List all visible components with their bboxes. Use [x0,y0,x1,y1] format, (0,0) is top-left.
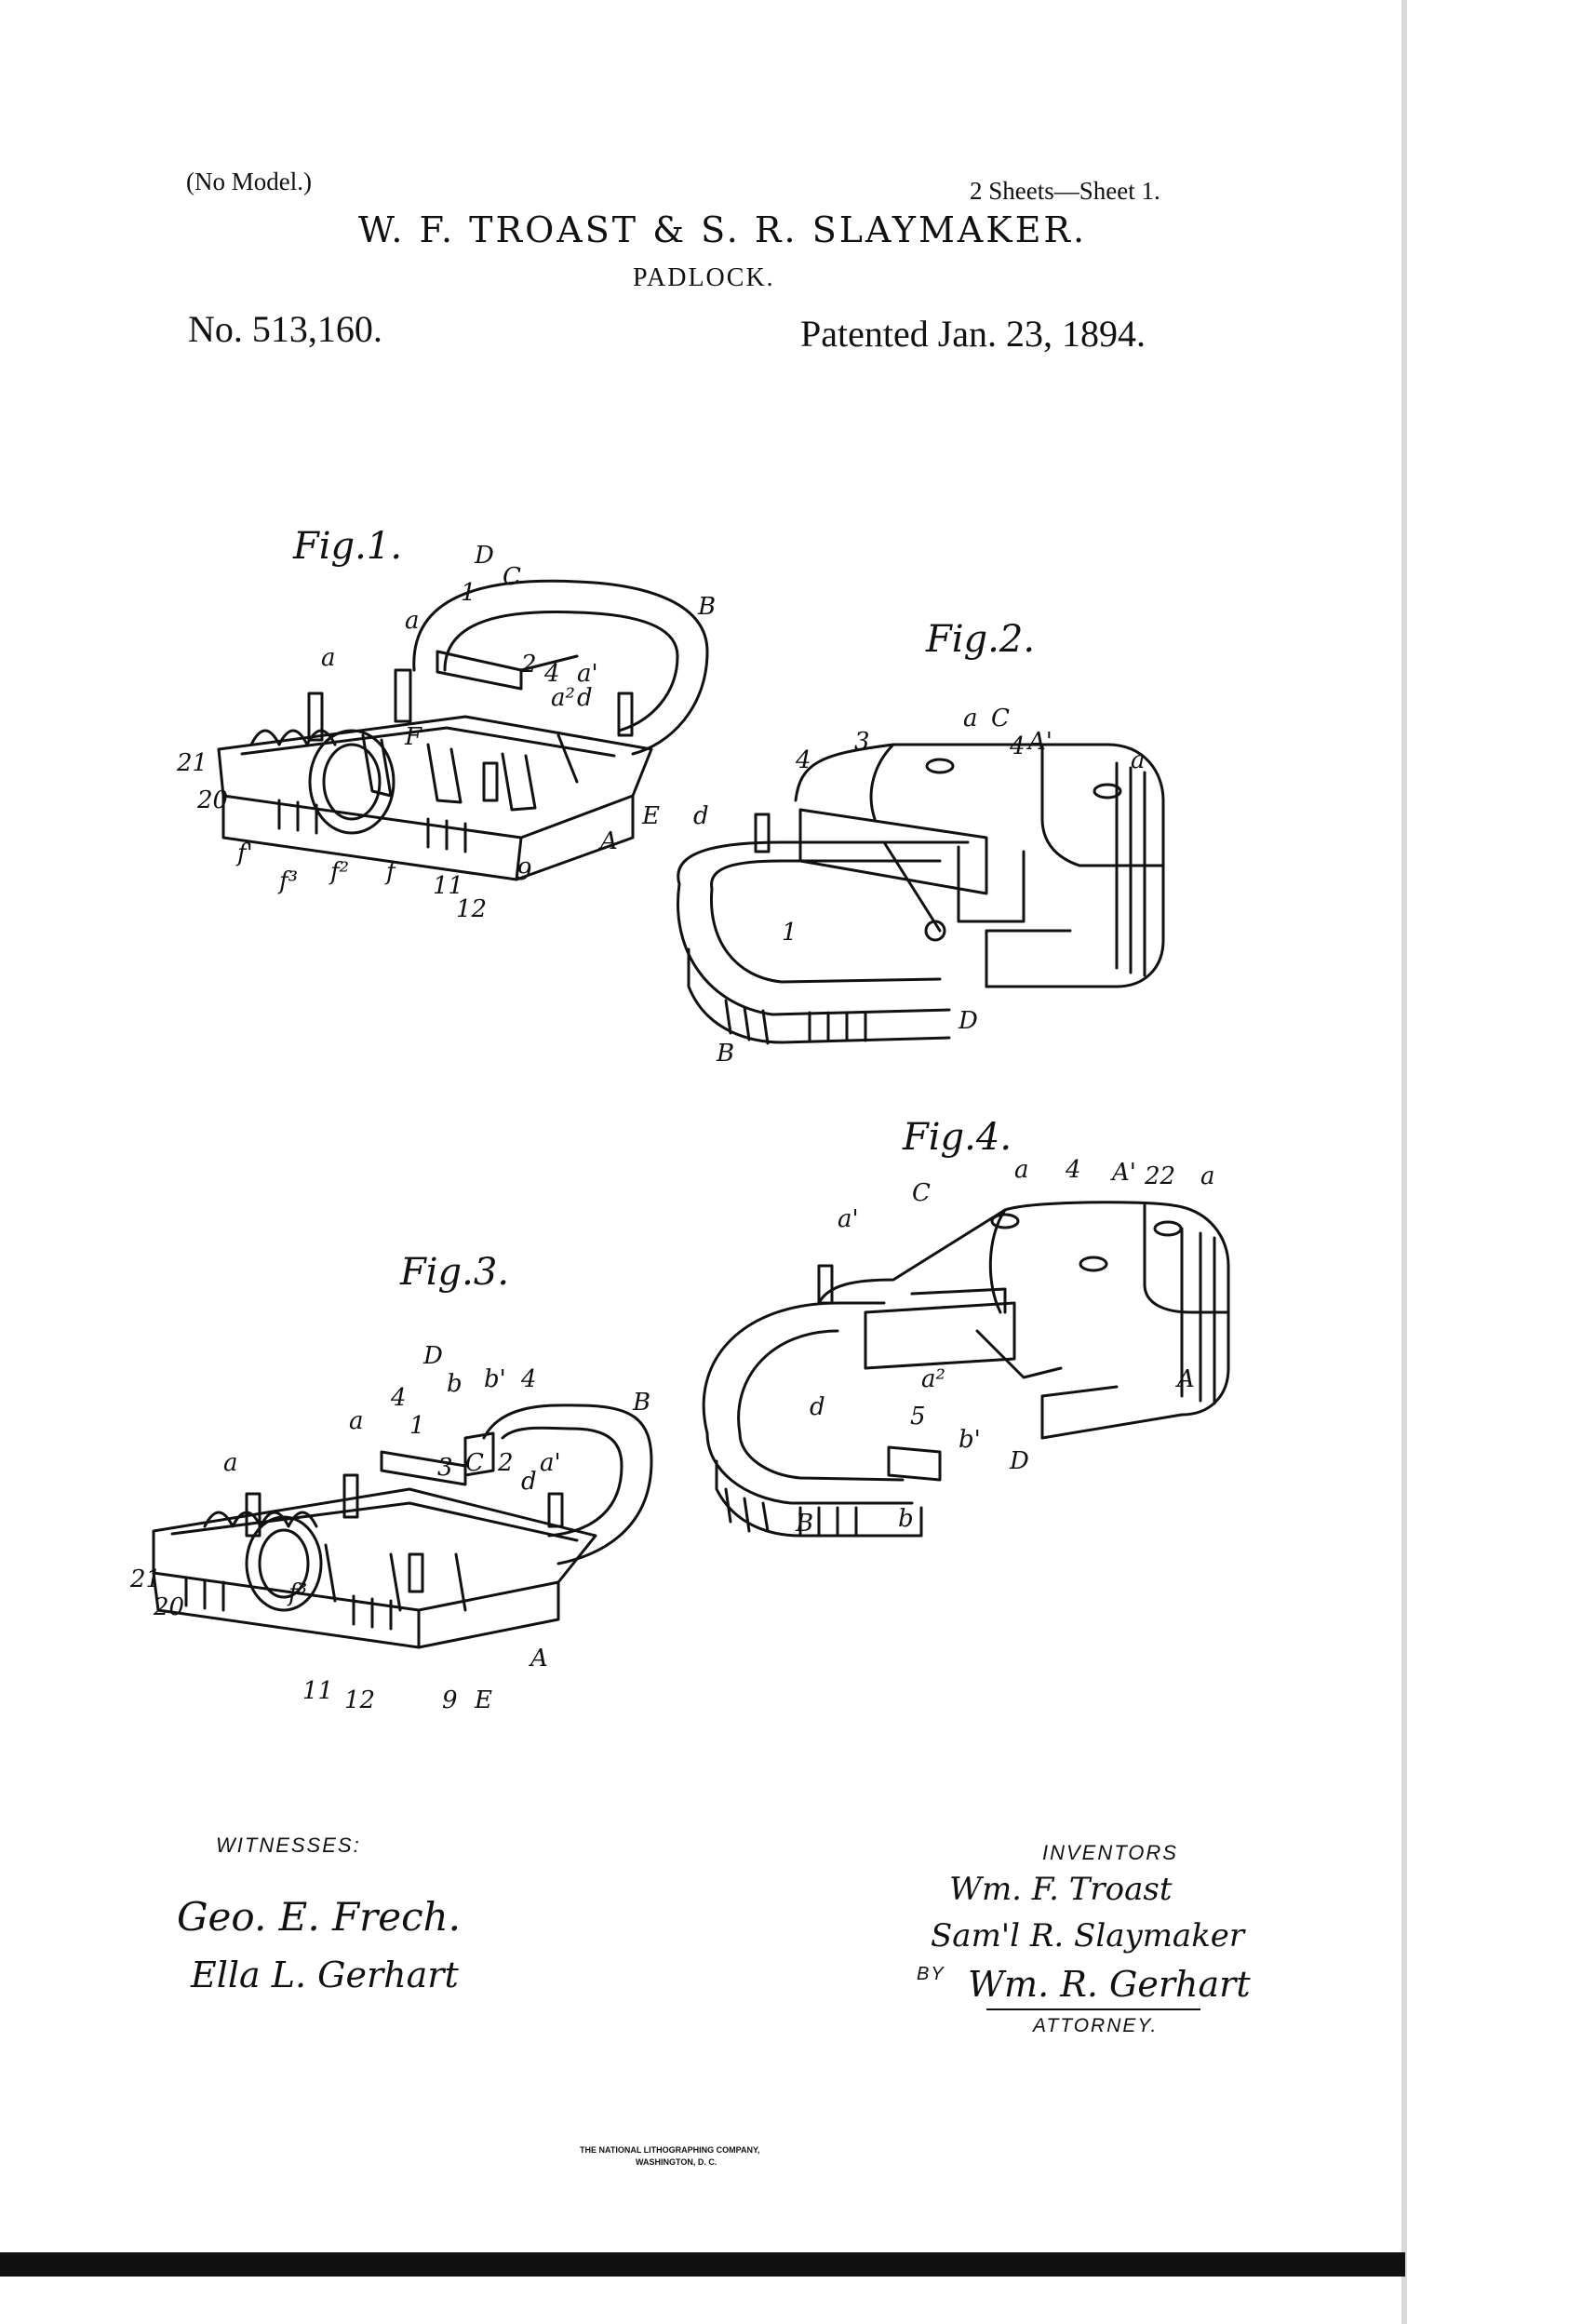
fig2-title: Fig.2. [925,618,1035,661]
sheet-count: 2 Sheets—Sheet 1. [970,177,1160,205]
fig4-title: Fig.4. [902,1116,1012,1159]
inventors-heading: W. F. TROAST & S. R. SLAYMAKER. [358,209,1088,250]
fig4-label: b [898,1505,914,1533]
inventor-signature: Sam'l R. Slaymaker [931,1917,1245,1955]
attorney-rule [986,2008,1200,2010]
fig3-label: 3 [437,1454,453,1482]
fig3-label: 9 [442,1686,458,1714]
fig4-label: a' [838,1205,859,1233]
fig4-label: A' [1110,1159,1136,1187]
scan-edge [1401,0,1407,2324]
fig1-label: 1 [461,579,476,607]
fig1-label: D [474,542,494,570]
printer-line: WASHINGTON, D. C. [636,2157,717,2167]
fig1-label: 9 [516,858,532,886]
fig3-label: 11 [302,1677,333,1705]
attorney-signature: Wm. R. Gerhart [968,1964,1251,2005]
fig4-label: 5 [910,1403,926,1431]
fig2-label: D [958,1007,978,1035]
patent-date: Patented Jan. 23, 1894. [800,313,1146,355]
fig2-label: d [693,802,709,830]
fig3-label: 1 [409,1412,425,1440]
fig1-label: F [404,723,422,751]
fig4-label: a² [921,1365,945,1393]
patent-number: No. 513,160. [188,308,382,350]
fig4-label: 4 [1065,1156,1081,1184]
witness-signature: Geo. E. Frech. [177,1894,462,1940]
fig3-label: 2 [497,1449,514,1477]
fig1-label: 21 [176,749,208,777]
fig1-label: f³ [277,867,298,895]
fig2-label: 1 [782,919,798,947]
fig4-drawing [702,1201,1230,1538]
fig1-label: 4 [543,660,560,688]
fig2-label: 3 [854,728,870,756]
model-note: (No Model.) [186,168,312,195]
fig1-title: Fig.1. [292,525,402,568]
scan-border [0,2252,1405,2277]
fig2-drawing [677,743,1165,1045]
fig4-label: B [795,1510,813,1538]
fig1-label: f' [235,840,253,867]
fig3-title: Fig.3. [399,1251,509,1294]
inventors-label: INVENTORS [1042,1841,1178,1864]
fig2-label: B [716,1040,734,1068]
fig4-label: A [1175,1365,1195,1393]
fig3-label: a [223,1449,238,1477]
fig3-label: A [529,1645,548,1672]
fig2-label: a [963,705,978,732]
fig2-label: C [991,705,1010,732]
fig3-label: 21 [129,1565,161,1593]
fig1-label: E [641,802,660,830]
fig1-label: 2 [520,651,537,678]
witnesses-label: WITNESSES: [216,1834,361,1857]
fig3-label: 20 [153,1593,184,1621]
fig3-label: 4 [520,1365,537,1393]
fig1-drawing [217,579,709,881]
fig3-label: d [521,1468,537,1496]
fig4-label: b' [959,1426,981,1454]
fig1-label: a' [577,660,598,688]
fig1-label: d [577,684,593,712]
fig2-label: A' [1026,728,1052,756]
fig4-label: 22 [1144,1162,1175,1190]
patent-title: PADLOCK. [633,263,775,292]
fig3-label: B [632,1389,650,1417]
fig3-label: D [422,1342,443,1370]
fig2-label: a [1131,746,1146,774]
fig1-label: f² [328,858,349,886]
fig3-label: 4 [390,1384,407,1412]
fig1-label: A [598,827,618,855]
fig3-label: b [447,1370,463,1398]
fig1-label: 11 [433,872,463,900]
fig4-label: a [1014,1156,1029,1184]
fig1-label: 12 [456,895,487,923]
fig4-label: d [810,1393,825,1421]
printer-line: THE NATIONAL LITHOGRAPHING COMPANY, [580,2145,760,2155]
fig3-label: a [349,1407,364,1435]
fig3-label: b' [484,1365,506,1393]
fig4-label: C [912,1179,931,1207]
by-label: BY [917,1964,945,1984]
fig2-label: 4 [795,746,811,774]
fig3-drawing [152,1404,653,1649]
fig3-label: C [465,1449,484,1477]
fig3-label: a' [540,1449,561,1477]
fig1-label: B [697,593,716,621]
fig4-label: D [1009,1447,1029,1475]
fig3-label: E [474,1686,492,1714]
attorney-label: ATTORNEY. [1033,2015,1159,2036]
fig1-label: a [321,644,336,672]
fig1-label: 20 [196,786,228,814]
fig4-label: a [1200,1162,1215,1190]
fig1-label: a [405,607,420,635]
fig1-label: a² [551,684,575,712]
fig3-label: f³ [287,1579,307,1607]
fig3-label: 12 [344,1686,375,1714]
inventor-signature: Wm. F. Troast [949,1871,1173,1908]
witness-signature: Ella L. Gerhart [191,1955,459,1995]
fig1-label: C [503,563,521,591]
fig2-label: 4 [1009,732,1026,760]
